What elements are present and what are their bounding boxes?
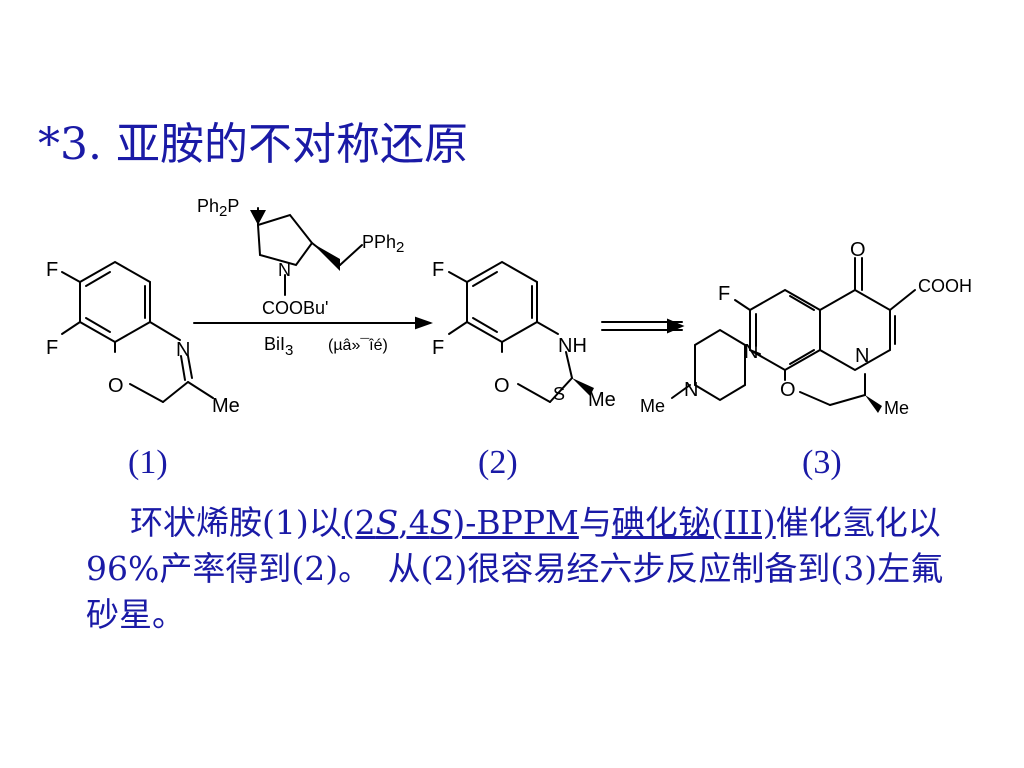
- atom-o-1: O: [108, 375, 124, 397]
- atom-f-2a: F: [432, 259, 444, 281]
- atom-n-1: N: [176, 339, 190, 361]
- bismuth-iodide: 碘化铋(III): [611, 503, 776, 542]
- atom-o-3-ring: O: [780, 379, 796, 401]
- atom-me-3b: Me: [884, 398, 909, 418]
- atom-n-3-pip2: N: [684, 379, 698, 401]
- atom-me-1: Me: [212, 395, 240, 417]
- description-paragraph: 环状烯胺(1)以(2S,4S)-BPPM与碘化铋(III)催化氢化以96%产率得…: [86, 503, 944, 634]
- benzene-ring-1: [79, 260, 151, 344]
- stereo-s-2: S: [553, 384, 565, 404]
- reagent-condition: (µâ»¯îé): [328, 337, 388, 354]
- compound-label-2: (2): [478, 444, 518, 481]
- ligand-pph2: PPh2: [362, 232, 404, 256]
- atom-f-3: F: [718, 283, 730, 305]
- atom-f-2b: F: [432, 337, 444, 359]
- compound-label-1: (1): [128, 444, 168, 481]
- atom-n-3-pip: N: [744, 341, 758, 363]
- atom-n-3-ring: N: [855, 345, 869, 367]
- atom-me-2: Me: [588, 389, 616, 411]
- reagent-bii3: BiI3: [264, 334, 293, 359]
- atom-o-3-ketone: O: [850, 239, 866, 261]
- compound-label-3: (3): [802, 444, 842, 481]
- group-cooh-3: COOH: [918, 276, 972, 296]
- ligand-n: N: [278, 260, 291, 280]
- benzene-ring-2: [466, 260, 538, 344]
- slide-title: *3. 亚胺的不对称还原: [38, 119, 468, 170]
- atom-f-1a: F: [46, 259, 58, 281]
- catalyst-bppm: (2S,4S)-BPPM: [341, 503, 579, 542]
- atom-nh-2: NH: [558, 335, 587, 357]
- atom-me-3a: Me: [640, 396, 665, 416]
- ligand-ph2p: Ph2P: [197, 196, 239, 220]
- atom-f-1b: F: [46, 337, 58, 359]
- atom-o-2: O: [494, 375, 510, 397]
- ligand-boc: COOBu': [262, 298, 328, 318]
